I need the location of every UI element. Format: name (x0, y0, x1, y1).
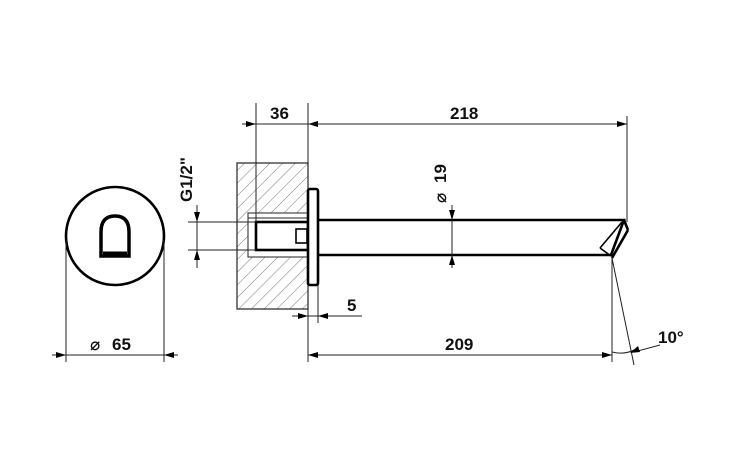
flange-diameter-value: 65 (112, 335, 131, 354)
dimension-pipe-diameter: ⌀ 19 (431, 164, 455, 268)
side-view (236, 162, 630, 310)
wall-depth-label: 36 (270, 104, 289, 123)
flange-diameter-symbol: ⌀ (90, 335, 100, 354)
flange-circle (64, 185, 166, 287)
spout-body (318, 218, 626, 257)
dimension-spout-length: 209 (307, 258, 613, 362)
plate-thickness-label: 5 (347, 296, 356, 315)
front-view (64, 185, 166, 362)
cover-plate (306, 187, 320, 287)
spout-length-label: 209 (445, 335, 473, 354)
dimension-outlet-angle: 10° (611, 257, 684, 366)
dimension-flange-diameter: ⌀ 65 (52, 335, 178, 358)
outlet-angle-label: 10° (658, 328, 684, 347)
pipe-diameter-symbol: ⌀ (431, 193, 450, 203)
dimension-wall-depth: 36 (242, 103, 322, 222)
total-length-label: 218 (450, 104, 478, 123)
dimension-plate-thickness: 5 (292, 285, 362, 323)
thread-size-label: G1/2" (177, 157, 196, 202)
outlet-shape (99, 214, 131, 258)
dimension-total-length: 218 (308, 104, 628, 222)
pipe-diameter-value: 19 (431, 164, 450, 183)
dimension-thread: G1/2" (177, 157, 256, 268)
